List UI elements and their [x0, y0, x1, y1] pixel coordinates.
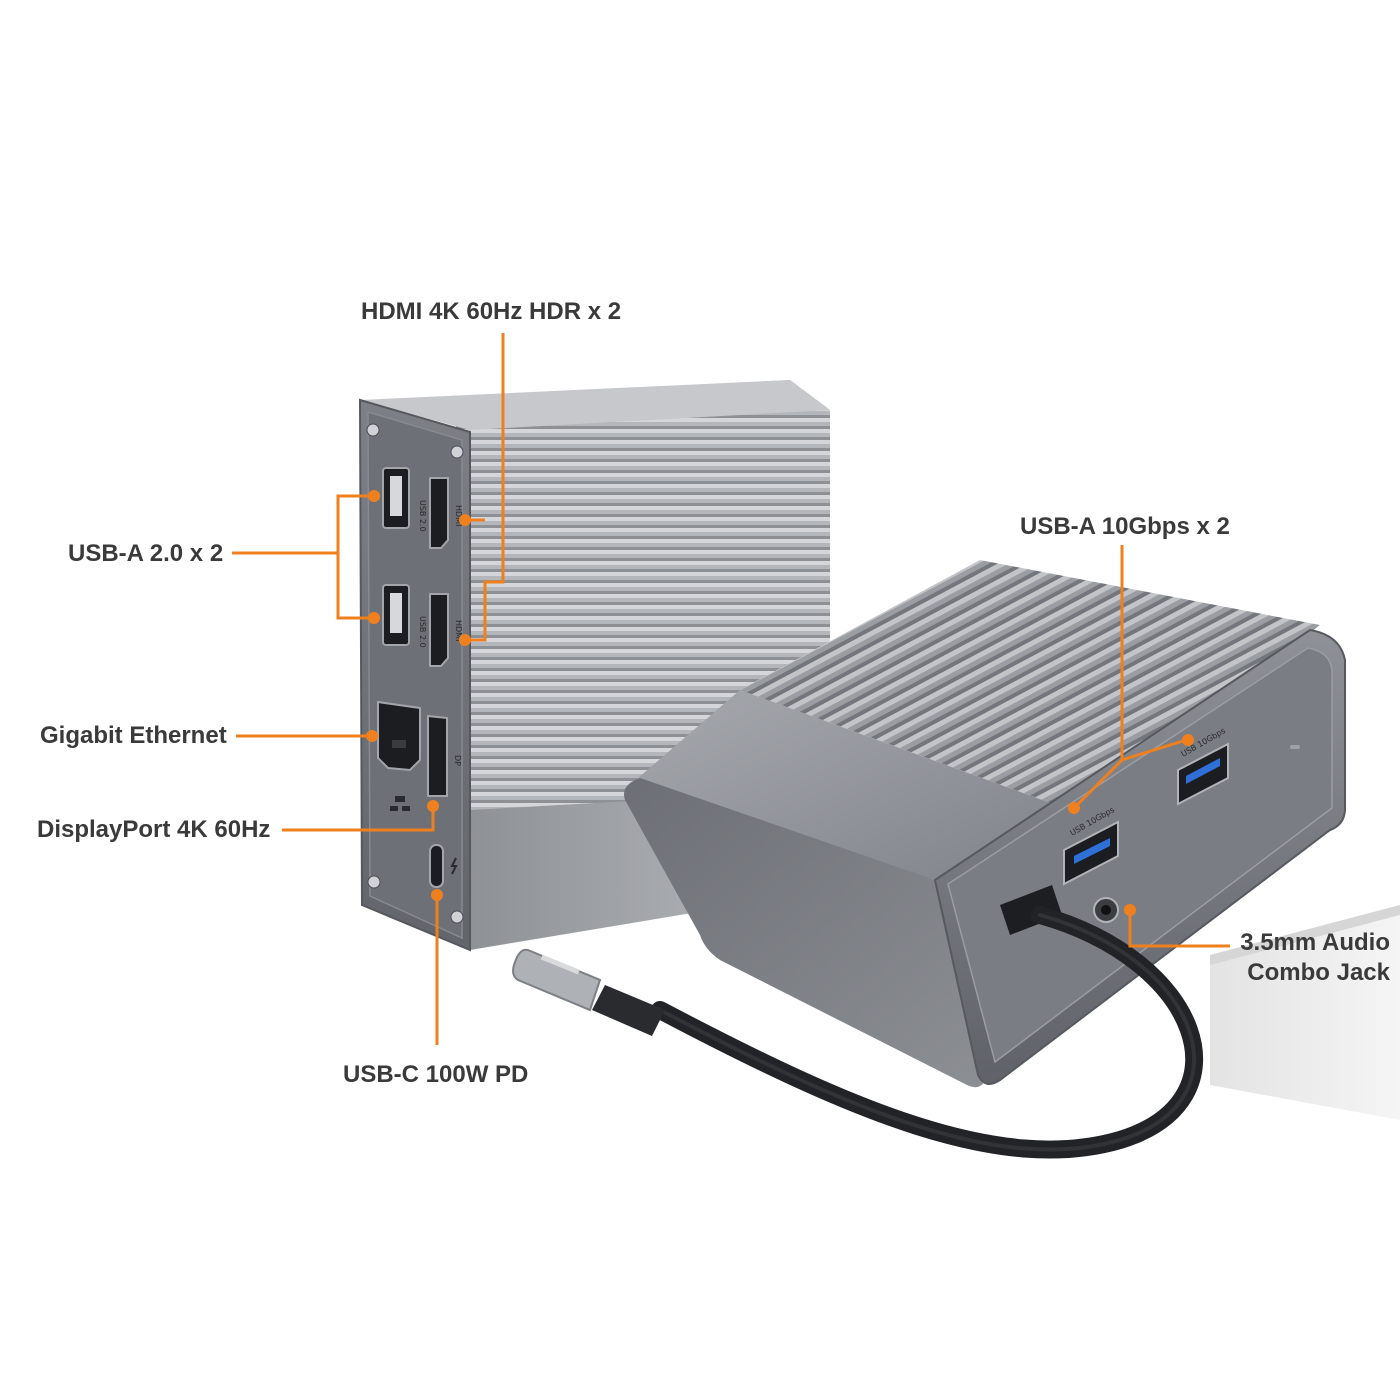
audio-jack [1093, 897, 1119, 923]
usb-a-10gbps-port [1063, 820, 1119, 886]
audio-callout-line2: Combo Jack [1247, 959, 1390, 986]
displayport-callout-line [282, 806, 435, 832]
ethernet-port [377, 700, 421, 772]
usb-a-2-port [382, 584, 410, 646]
hdmi-port-label: HDMI [454, 620, 463, 641]
status-led [1290, 745, 1300, 749]
lightning-bolt-icon [450, 857, 458, 875]
usb-c-callout: USB-C 100W PD [343, 1061, 529, 1088]
hdmi-callout: HDMI 4K 60Hz HDR x 2 [361, 298, 622, 325]
usb20-port-label: USB 2.0 [418, 500, 427, 532]
hdmi-port [429, 477, 449, 549]
usb-c-cable [512, 906, 1203, 1159]
hdmi-port-label: HDMI [454, 505, 463, 526]
usb-a-2-callout-line [232, 494, 372, 555]
dp-port-label: DP [453, 755, 462, 766]
usb-a-2-callout: USB-A 2.0 x 2 [68, 540, 224, 567]
usb-c-cable-plug [1000, 885, 1062, 935]
usb-c-port [429, 844, 444, 888]
displayport-callout: DisplayPort 4K 60Hz [37, 816, 271, 843]
heatsink-fins [740, 560, 1320, 810]
audio-callout-line1: 3.5mm Audio [1240, 929, 1390, 956]
dock-horizontal: USB 10Gbps USB 10Gbps [624, 560, 1346, 1088]
displayport-port [427, 714, 448, 797]
usb20-port-label: USB 2.0 [418, 616, 427, 648]
screw-icon [366, 423, 464, 924]
audio-callout-line [1128, 910, 1230, 948]
hdmi-port [429, 593, 449, 667]
callout-dots [366, 490, 1194, 916]
audio-callout: 3.5mm Audio Combo Jack [1210, 928, 1390, 988]
usb-a-10-callout: USB-A 10Gbps x 2 [1020, 513, 1230, 540]
usb-a-10gbps-port [1177, 742, 1229, 806]
usb-a-2-port [382, 467, 410, 529]
ethernet-callout: Gigabit Ethernet [40, 722, 227, 749]
callout-lines [232, 333, 1230, 1045]
network-icon [390, 796, 410, 811]
hdmi-callout-line [465, 333, 505, 642]
table-surface [1210, 905, 1400, 1120]
